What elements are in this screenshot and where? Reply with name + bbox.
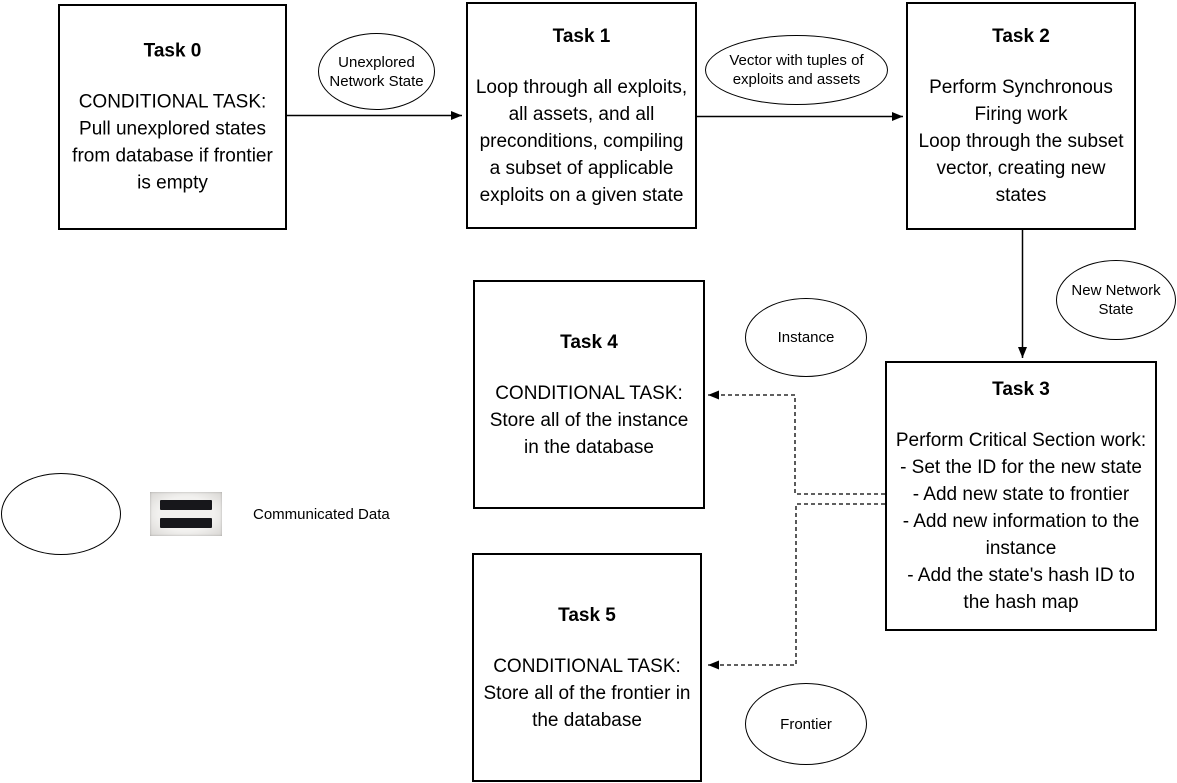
ellipse-vector-with-tuples: Vector with tuples of exploits and asset…: [705, 35, 888, 105]
task3-title: Task 3: [992, 379, 1050, 400]
task3-box: Task 3 Perform Critical Section work: - …: [885, 361, 1157, 631]
ellipse-frontier: Frontier: [745, 683, 867, 765]
task0-box: Task 0 CONDITIONAL TASK: Pull unexplored…: [58, 4, 287, 230]
ellipse-label-instance: Instance: [777, 329, 835, 346]
task2-box: Task 2 Perform Synchronous Firing work L…: [906, 2, 1136, 230]
task4-box: Task 4 CONDITIONAL TASK: Store all of th…: [473, 280, 705, 509]
task1-body: Loop through all exploits, all assets, a…: [475, 76, 688, 206]
ellipse-instance: Instance: [745, 298, 867, 377]
equals-icon-top-bar: [160, 500, 212, 510]
ellipse-label-frontier: Frontier: [780, 715, 832, 733]
legend-ellipse-symbol: [1, 473, 121, 555]
task1-title: Task 1: [552, 25, 611, 47]
ellipse-new-network-state: New Network State: [1056, 260, 1176, 340]
task1-box: Task 1 Loop through all exploits, all as…: [466, 2, 697, 229]
dashed-arrow-task3-to-task4: [708, 390, 885, 495]
ellipse-unexplored-network-state: Unexplored Network State: [318, 33, 435, 110]
task4-body: CONDITIONAL TASK: Store all of the insta…: [489, 382, 689, 458]
task2-title: Task 2: [992, 26, 1050, 47]
task5-title: Task 5: [558, 604, 616, 626]
legend-label: Communicated Data: [253, 506, 390, 523]
task0-body: CONDITIONAL TASK: Pull unexplored states…: [72, 91, 273, 194]
dashed-arrow-task3-to-task5: [708, 503, 885, 670]
ellipse-label-unexplored-network-state: Unexplored Network State: [329, 53, 424, 90]
task0-title: Task 0: [143, 40, 202, 62]
task3-body: Perform Critical Section work: - Set the…: [895, 430, 1147, 613]
task4-title: Task 4: [560, 331, 618, 353]
task5-body: CONDITIONAL TASK: Store all of the front…: [483, 655, 691, 731]
equals-icon: [150, 492, 222, 536]
equals-icon-bottom-bar: [160, 518, 212, 528]
ellipse-label-new-network-state: New Network State: [1071, 282, 1161, 318]
task2-body: Perform Synchronous Firing work Loop thr…: [918, 77, 1124, 206]
ellipse-label-vector-with-tuples: Vector with tuples of exploits and asset…: [729, 52, 864, 88]
task5-box: Task 5 CONDITIONAL TASK: Store all of th…: [472, 553, 702, 782]
